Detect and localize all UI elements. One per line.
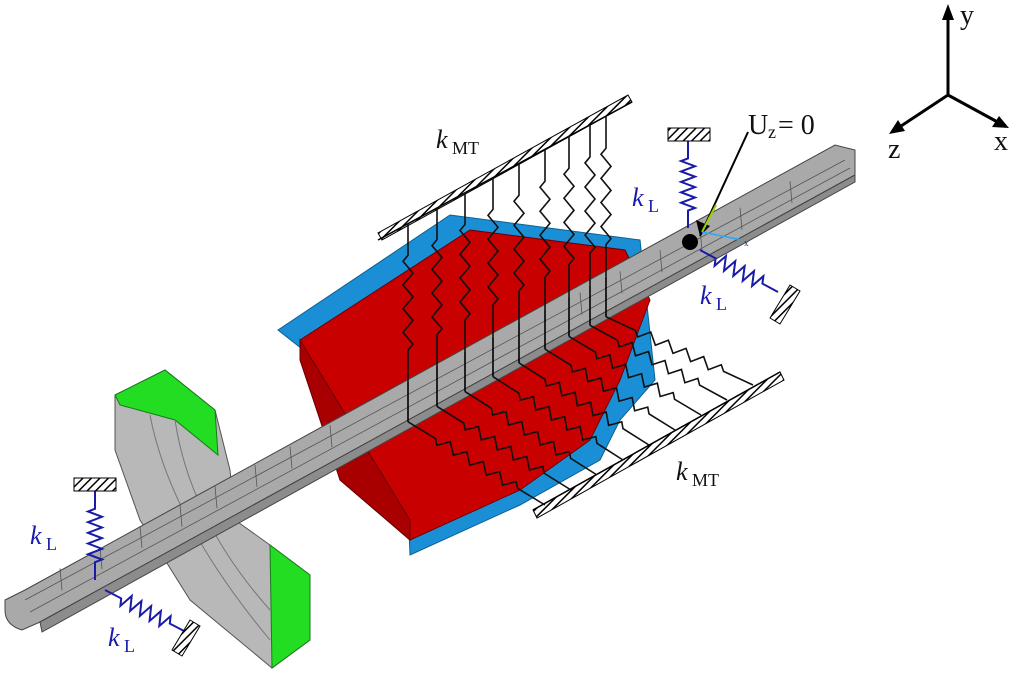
kmt-top-symbol: k bbox=[436, 125, 448, 154]
kl-right-symbol: k bbox=[700, 281, 712, 310]
label-kl-right: k L bbox=[700, 281, 727, 314]
kmt-top-subscript: MT bbox=[452, 138, 479, 158]
springs-kl-group bbox=[85, 141, 779, 633]
spring-kl-top-left bbox=[85, 491, 105, 580]
axis-triad: y z x bbox=[888, 0, 1009, 165]
ground-top-mt bbox=[377, 94, 633, 241]
kl-bottom-left-subscript: L bbox=[124, 636, 135, 656]
axis-z-label: z bbox=[888, 134, 900, 165]
kl-bottom-left-symbol: k bbox=[108, 623, 120, 652]
x-arrow-icon bbox=[992, 116, 1009, 128]
kl-top-left-symbol: k bbox=[30, 521, 42, 550]
spring-mt-bottom bbox=[464, 390, 598, 476]
spring-mt-top bbox=[458, 192, 472, 352]
ground-bottom-mt bbox=[532, 371, 785, 519]
shaft-segment-line bbox=[214, 486, 218, 509]
ground-kl-bottom-left bbox=[171, 619, 201, 657]
shaft-segment-line bbox=[329, 425, 333, 448]
spring-mt-bottom bbox=[589, 324, 728, 401]
shaft-segment-line bbox=[254, 464, 258, 488]
spring-mt-bottom bbox=[605, 316, 754, 386]
shaft-segment-line bbox=[59, 568, 63, 591]
shaft-segment-line bbox=[789, 181, 793, 204]
ground-kl-top-right bbox=[667, 127, 711, 142]
spring-mt-top bbox=[430, 207, 444, 367]
spring-mt-bottom bbox=[544, 348, 676, 431]
kmt-bottom-subscript: MT bbox=[692, 470, 719, 490]
kmt-bottom-symbol: k bbox=[676, 457, 688, 486]
uz-rest: = 0 bbox=[778, 110, 815, 141]
springs-mt-group bbox=[401, 116, 754, 506]
spring-mt-top bbox=[512, 163, 526, 323]
local-x-label: x bbox=[744, 238, 749, 248]
constraint-marker: x bbox=[682, 131, 749, 250]
label-kl-top-right: k L bbox=[632, 183, 659, 216]
kl-top-right-symbol: k bbox=[632, 183, 644, 212]
z-arrow-icon bbox=[889, 120, 905, 134]
label-kl-top-left: k L bbox=[30, 521, 57, 554]
ground-kl-top-left bbox=[73, 477, 117, 492]
spring-mt-top bbox=[401, 223, 415, 382]
uz-main: U bbox=[748, 110, 768, 141]
spring-kl-right bbox=[699, 249, 779, 293]
spring-kl-top-right bbox=[678, 141, 698, 228]
spring-mt-top bbox=[562, 136, 576, 297]
kl-top-right-subscript: L bbox=[648, 196, 659, 216]
kl-top-left-subscript: L bbox=[46, 534, 57, 554]
spring-mt-top bbox=[538, 149, 552, 310]
y-arrow-icon bbox=[942, 4, 954, 20]
axis-y-label: y bbox=[960, 0, 974, 31]
ground-kl-right bbox=[769, 284, 801, 325]
spring-kl-bottom-left bbox=[104, 589, 187, 633]
shaft-segment-line bbox=[179, 504, 183, 527]
shaft-segment-line bbox=[659, 250, 663, 273]
spring-mt-bottom bbox=[407, 421, 546, 506]
kl-right-subscript: L bbox=[716, 294, 727, 314]
spring-mt-bottom bbox=[436, 405, 572, 491]
spring-mt-bottom bbox=[492, 376, 624, 461]
spring-mt-bottom bbox=[518, 362, 650, 446]
spring-mt-top bbox=[486, 177, 500, 337]
shaft-segment-line bbox=[579, 292, 583, 315]
shaft-segment-line bbox=[139, 525, 143, 549]
spring-mt-bottom bbox=[568, 335, 702, 416]
shaft-segment-line bbox=[289, 446, 293, 469]
shaft-segment-line bbox=[739, 207, 743, 230]
spring-mt-top bbox=[583, 124, 597, 286]
axis-x-label: x bbox=[994, 126, 1008, 157]
label-kl-bottom-left: k L bbox=[108, 623, 135, 656]
uz-sub: z bbox=[768, 122, 776, 142]
label-kmt-bottom: k MT bbox=[676, 457, 719, 490]
label-kmt-top: k MT bbox=[436, 125, 479, 158]
spring-mt-top bbox=[599, 116, 613, 277]
shaft-segment-line bbox=[619, 271, 623, 294]
label-uz: U z = 0 bbox=[748, 110, 815, 142]
